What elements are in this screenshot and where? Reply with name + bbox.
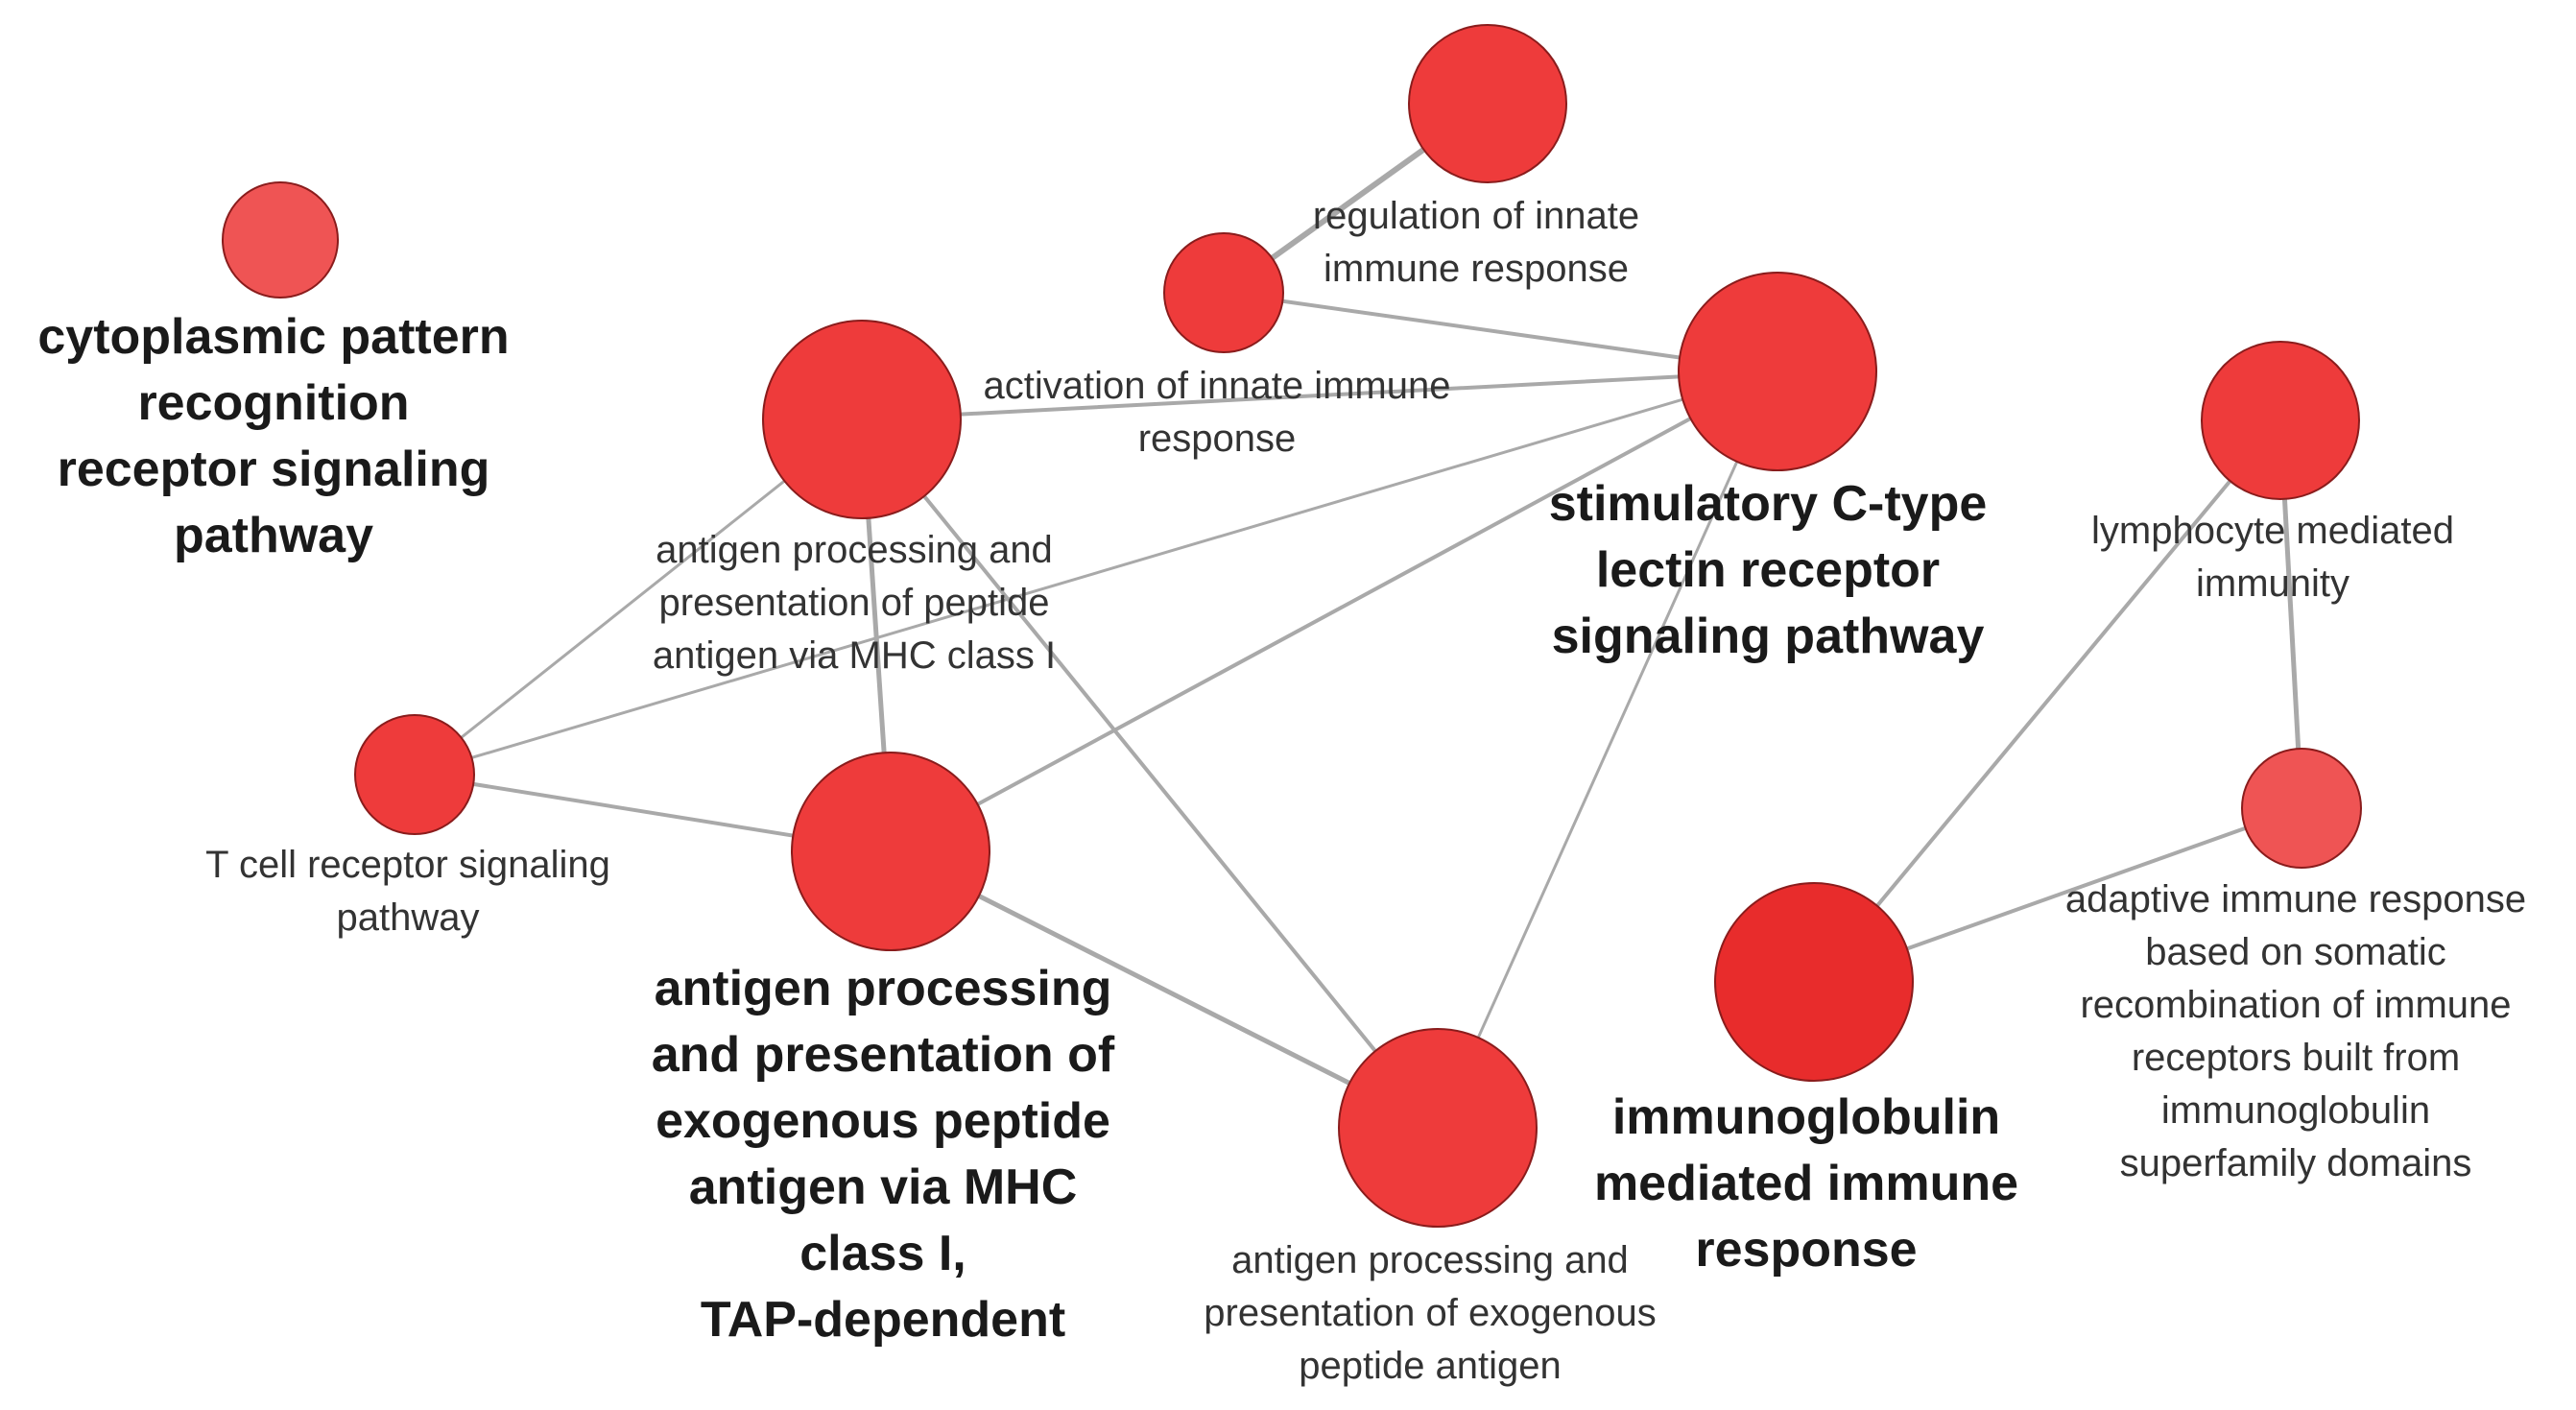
node-label-line: regulation of innate bbox=[1313, 195, 1639, 237]
node-label-line: mediated immune bbox=[1594, 1156, 2018, 1211]
node-label-line: antigen processing and bbox=[1231, 1239, 1629, 1281]
node-label-line: lymphocyte mediated bbox=[2091, 510, 2454, 552]
node-label-line: and presentation of bbox=[652, 1027, 1115, 1083]
node-label-line: immunoglobulin bbox=[2161, 1089, 2430, 1132]
node-label-line: immunoglobulin bbox=[1612, 1089, 2000, 1145]
node-reg_innate[interactable] bbox=[1408, 24, 1567, 183]
node-ag_exo_tap[interactable] bbox=[791, 752, 990, 951]
node-label-line: pathway bbox=[337, 896, 480, 939]
node-label-line: class I, bbox=[799, 1226, 966, 1281]
node-label-ag_mhc1: antigen processing and presentation of pe… bbox=[653, 529, 1056, 677]
node-label-line: immune response bbox=[1324, 248, 1629, 290]
edge-lymph-ig_mediated bbox=[1812, 418, 2282, 984]
node-label-stim_ctype: stimulatory C-type lectin receptor signali… bbox=[1549, 476, 1988, 664]
node-label-line: T cell receptor signaling bbox=[205, 844, 610, 886]
node-label-line: antigen processing bbox=[655, 961, 1112, 1016]
node-label-line: activation of innate immune bbox=[984, 365, 1451, 407]
node-act_innate[interactable] bbox=[1163, 232, 1284, 353]
node-label-tcell: T cell receptor signaling pathway bbox=[205, 844, 610, 939]
node-label-line: TAP-dependent bbox=[701, 1292, 1065, 1348]
node-label-line: cytoplasmic pattern bbox=[37, 309, 509, 365]
node-label-line: presentation of exogenous bbox=[1204, 1292, 1656, 1334]
node-label-line: antigen via MHC class I bbox=[653, 634, 1056, 677]
node-label-line: presentation of peptide bbox=[659, 582, 1050, 624]
node-label-line: adaptive immune response bbox=[2065, 878, 2526, 920]
edge-ag_mhc1-stim_ctype bbox=[860, 370, 1779, 421]
edge-tcell-stim_ctype bbox=[413, 370, 1779, 777]
node-label-line: lectin receptor bbox=[1596, 542, 1940, 598]
node-stim_ctype[interactable] bbox=[1678, 272, 1877, 471]
labels-layer: cytoplasmic pattern recognition receptor s… bbox=[37, 195, 2526, 1387]
node-lymph[interactable] bbox=[2201, 341, 2360, 500]
node-adaptive[interactable] bbox=[2241, 748, 2362, 869]
node-ag_mhc1[interactable] bbox=[762, 320, 962, 519]
node-label-line: receptors built from bbox=[2132, 1037, 2460, 1079]
node-label-ig_mediated: immunoglobulin mediated immune response bbox=[1594, 1089, 2018, 1278]
node-label-line: superfamily domains bbox=[2120, 1142, 2472, 1184]
node-ig_mediated[interactable] bbox=[1714, 882, 1914, 1082]
edge-ag_exo_tap-ag_exo bbox=[888, 848, 1441, 1131]
node-label-ag_exo: antigen processing and presentation of ex… bbox=[1204, 1239, 1656, 1387]
node-label-line: peptide antigen bbox=[1299, 1345, 1562, 1387]
node-label-cytoplasmic: cytoplasmic pattern recognition receptor s… bbox=[37, 309, 509, 563]
node-label-act_innate: activation of innate immune response bbox=[984, 365, 1451, 460]
edge-ag_mhc1-ag_exo bbox=[860, 418, 1440, 1130]
node-label-line: recombination of immune bbox=[2080, 984, 2511, 1026]
node-label-reg_innate: regulation of innate immune response bbox=[1313, 195, 1639, 290]
node-label-line: antigen via MHC bbox=[689, 1159, 1078, 1215]
node-ag_exo[interactable] bbox=[1338, 1028, 1538, 1228]
node-label-line: pathway bbox=[174, 508, 373, 563]
edge-ag_exo-stim_ctype bbox=[1436, 370, 1779, 1130]
node-label-line: antigen processing and bbox=[656, 529, 1053, 571]
node-label-line: based on somatic bbox=[2145, 931, 2446, 973]
node-label-line: receptor signaling bbox=[58, 442, 490, 497]
node-label-line: response bbox=[1695, 1222, 1917, 1278]
nodes-layer bbox=[222, 24, 2362, 1228]
node-label-line: signaling pathway bbox=[1552, 609, 1985, 664]
node-label-line: stimulatory C-type bbox=[1549, 476, 1988, 532]
node-label-line: recognition bbox=[137, 375, 409, 431]
node-tcell[interactable] bbox=[354, 714, 475, 835]
node-cytoplasmic[interactable] bbox=[222, 181, 339, 299]
edge-ag_exo_tap-stim_ctype bbox=[889, 370, 1779, 853]
node-label-lymph: lymphocyte mediated immunity bbox=[2091, 510, 2454, 605]
node-label-line: response bbox=[1138, 418, 1297, 460]
node-label-line: immunity bbox=[2196, 562, 2349, 605]
node-label-adaptive: adaptive immune response based on somatic… bbox=[2065, 878, 2526, 1184]
node-label-line: exogenous peptide bbox=[656, 1093, 1110, 1149]
node-label-ag_exo_tap: antigen processing and presentation of exo… bbox=[652, 961, 1115, 1348]
